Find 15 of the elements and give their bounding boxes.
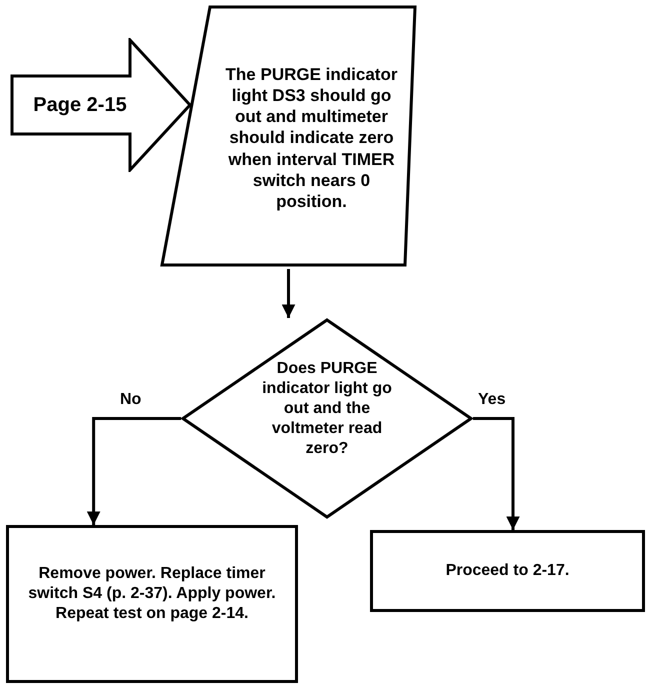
node-text: The PURGE indicator light DS3 should go out and multimeter should indicate zero when interval TIMER switch nears 0 position. <box>224 64 398 212</box>
block-arrow <box>10 38 192 172</box>
parallelogram-box <box>160 5 417 267</box>
edge-label: No <box>120 390 142 410</box>
process-box <box>6 525 298 683</box>
arrow <box>86 417 181 525</box>
process-box <box>370 530 645 612</box>
arrow <box>473 417 520 530</box>
edge-label: Yes <box>478 390 506 410</box>
decision-diamond <box>181 318 473 519</box>
node-text: Does PURGE indicator light go out and the voltmeter read zero? <box>261 358 393 458</box>
node-text: Remove power. Replace timer switch S4 (p. 2-37). Apply power. Repeat test on page 2-14. <box>27 564 277 624</box>
arrow <box>282 269 296 318</box>
node-text: Page 2-15 <box>33 92 127 118</box>
node-text: Proceed to 2-17. <box>446 561 570 581</box>
